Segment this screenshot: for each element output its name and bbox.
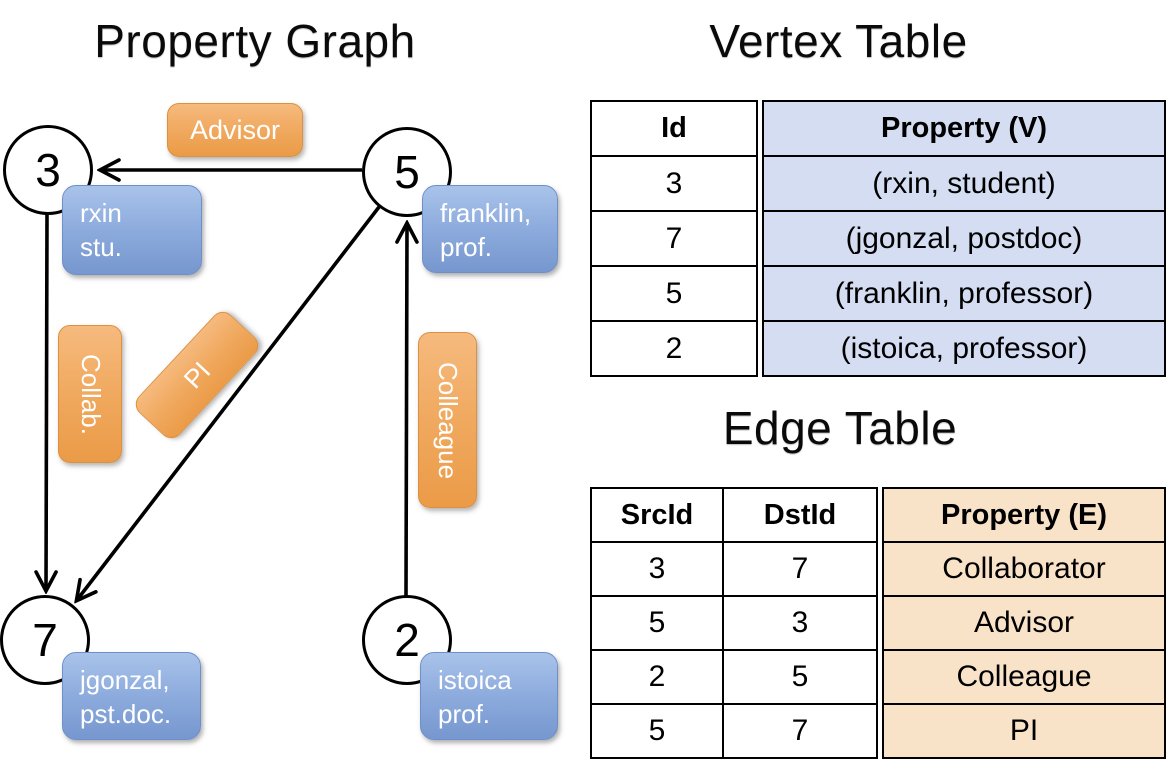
vertex-property-line: prof. — [438, 699, 491, 729]
vertex-property-line: rxin — [80, 198, 122, 228]
vertex-table-id-cell: 7 — [590, 210, 758, 267]
edge-table-property-cell: Colleague — [882, 649, 1166, 705]
table-row: PI — [882, 703, 1166, 759]
edge-table-dst-cell: 5 — [722, 649, 878, 705]
edge-table-title: Edge Table — [722, 402, 958, 454]
edge-table-id-columns: SrcId DstId 3 7 5 3 2 5 5 7 — [590, 487, 878, 759]
edge-table-src-cell: 5 — [590, 595, 724, 651]
vertex-table-property-cell: (jgonzal, postdoc) — [762, 210, 1166, 267]
vertex-table-title: Vertex Table — [709, 15, 968, 67]
edge-label-advisor: Advisor — [167, 103, 303, 157]
vertex-table-id-header: Id — [590, 100, 758, 157]
table-row: (franklin, professor) — [762, 265, 1166, 322]
vertex-table-id-cell: 2 — [590, 320, 758, 377]
table-row: Property (E) — [882, 487, 1166, 543]
edge-label-text: Collab. — [75, 353, 106, 435]
table-row: Collaborator — [882, 541, 1166, 597]
edge-table-src-cell: 3 — [590, 541, 724, 597]
graph-node-2: 2 — [362, 595, 452, 685]
edge-table-src-header: SrcId — [590, 487, 724, 543]
vertex-property-line: istoica — [438, 665, 512, 695]
table-row: (istoica, professor) — [762, 320, 1166, 377]
table-row: 2 5 — [590, 649, 878, 705]
graph-node-5: 5 — [362, 127, 452, 217]
graph-edges-canvas — [0, 0, 585, 760]
edge-label-colleague: Colleague — [418, 332, 477, 508]
vertex-table-property-header: Property (V) — [762, 100, 1166, 157]
property-graph-title: Property Graph — [94, 15, 416, 67]
table-row: 5 7 — [590, 703, 878, 759]
vertex-table-property-cell: (rxin, student) — [762, 155, 1166, 212]
vertex-table-property-cell: (franklin, professor) — [762, 265, 1166, 322]
edge-label-text: Advisor — [189, 114, 281, 145]
vertex-property-box-5: franklin, prof. — [422, 185, 558, 273]
edge-table-property-cell: Collaborator — [882, 541, 1166, 597]
edge-table-property-header: Property (E) — [882, 487, 1166, 543]
edge-table-property-cell: Advisor — [882, 595, 1166, 651]
vertex-table-id-cell: 5 — [590, 265, 758, 322]
edge-line-5-to-7 — [77, 205, 381, 600]
table-row: 3 7 — [590, 541, 878, 597]
table-row: SrcId DstId — [590, 487, 878, 543]
vertex-property-line: franklin, — [440, 198, 532, 228]
table-row: (jgonzal, postdoc) — [762, 210, 1166, 267]
edge-table-property-column: Property (E) Collaborator Advisor Collea… — [882, 487, 1166, 759]
table-row: Id — [590, 100, 758, 157]
vertex-table-property-cell: (istoica, professor) — [762, 320, 1166, 377]
vertex-property-box-7: jgonzal, pst.doc. — [62, 652, 201, 740]
edge-label-text: Colleague — [433, 361, 463, 479]
edge-table-dst-header: DstId — [722, 487, 878, 543]
edge-table-dst-cell: 7 — [722, 703, 878, 759]
graph-node-5-id: 5 — [394, 146, 420, 198]
table-row: 7 — [590, 210, 758, 267]
vertex-table-id-cell: 3 — [590, 155, 758, 212]
edge-table-src-cell: 2 — [590, 649, 724, 705]
edge-table-property-cell: PI — [882, 703, 1166, 759]
table-row: Colleague — [882, 649, 1166, 705]
edge-table-src-cell: 5 — [590, 703, 724, 759]
table-row: Property (V) — [762, 100, 1166, 157]
vertex-property-line: stu. — [80, 232, 122, 262]
graph-node-3-id: 3 — [35, 144, 61, 196]
vertex-property-box-2: istoica prof. — [420, 652, 558, 740]
vertex-property-box-3: rxin stu. — [62, 185, 202, 275]
graph-node-7-id: 7 — [32, 614, 58, 666]
table-row: 5 3 — [590, 595, 878, 651]
vertex-table-id-column: Id 3 7 5 2 — [590, 100, 758, 377]
edge-line-2-to-5 — [406, 224, 407, 597]
edge-table-dst-cell: 7 — [722, 541, 878, 597]
vertex-table-property-column: Property (V) (rxin, student) (jgonzal, p… — [762, 100, 1166, 377]
table-row: 5 — [590, 265, 758, 322]
edge-line-3-to-7 — [46, 213, 47, 590]
vertex-property-line: jgonzal, — [80, 665, 170, 695]
edge-label-text: PI — [177, 355, 216, 394]
vertex-property-line: pst.doc. — [80, 699, 172, 729]
vertex-property-line: prof. — [440, 232, 493, 262]
table-row: (rxin, student) — [762, 155, 1166, 212]
table-row: 2 — [590, 320, 758, 377]
edge-label-collab: Collab. — [58, 325, 122, 463]
table-row: 3 — [590, 155, 758, 212]
edge-table-dst-cell: 3 — [722, 595, 878, 651]
graph-node-2-id: 2 — [394, 614, 420, 666]
table-row: Advisor — [882, 595, 1166, 651]
